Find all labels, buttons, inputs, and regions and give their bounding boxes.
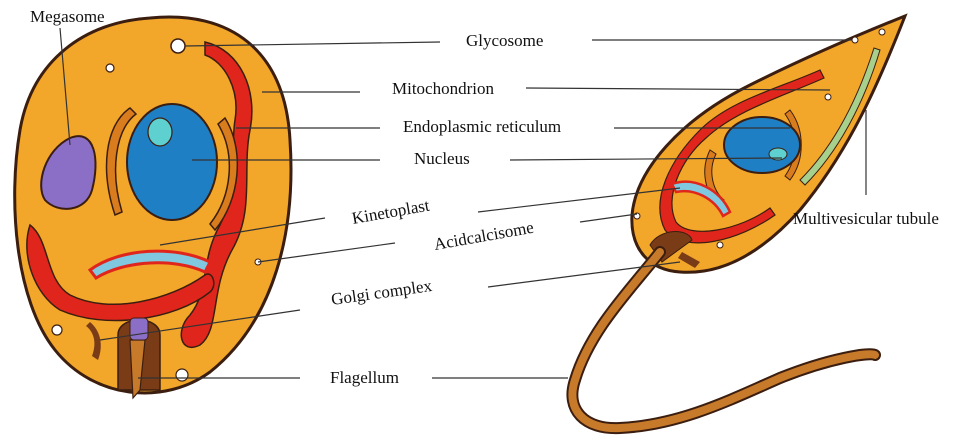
flagellum-right-inner [572,252,875,428]
label-acidcalcisome: Acidcalcisome [432,218,535,254]
nucleus [127,104,217,220]
leader-golgi-right [488,262,680,287]
glycosome [106,64,114,72]
label-multivesicular-tubule: Multivesicular tubule [793,209,939,228]
label-kinetoplast: Kinetoplast [350,196,431,228]
glycosome-right [852,37,858,43]
leader-acidcalcisome-right [580,214,637,222]
glycosome-right [825,94,831,100]
glycosome [176,369,188,381]
glycosome [171,39,185,53]
basal-body [130,318,148,340]
label-megasome: Megasome [30,7,105,26]
label-golgi-complex: Golgi complex [330,276,434,309]
amastigote-cell [15,17,291,398]
nucleolus [148,118,172,146]
glycosome [52,325,62,335]
label-flagellum: Flagellum [330,368,399,387]
label-glycosome: Glycosome [466,31,543,50]
label-mitochondrion: Mitochondrion [392,79,494,98]
glycosome-right [717,242,723,248]
label-endoplasmic-reticulum: Endoplasmic reticulum [403,117,561,136]
label-nucleus: Nucleus [414,149,470,168]
nucleus-right [724,117,800,173]
glycosome-right [879,29,885,35]
